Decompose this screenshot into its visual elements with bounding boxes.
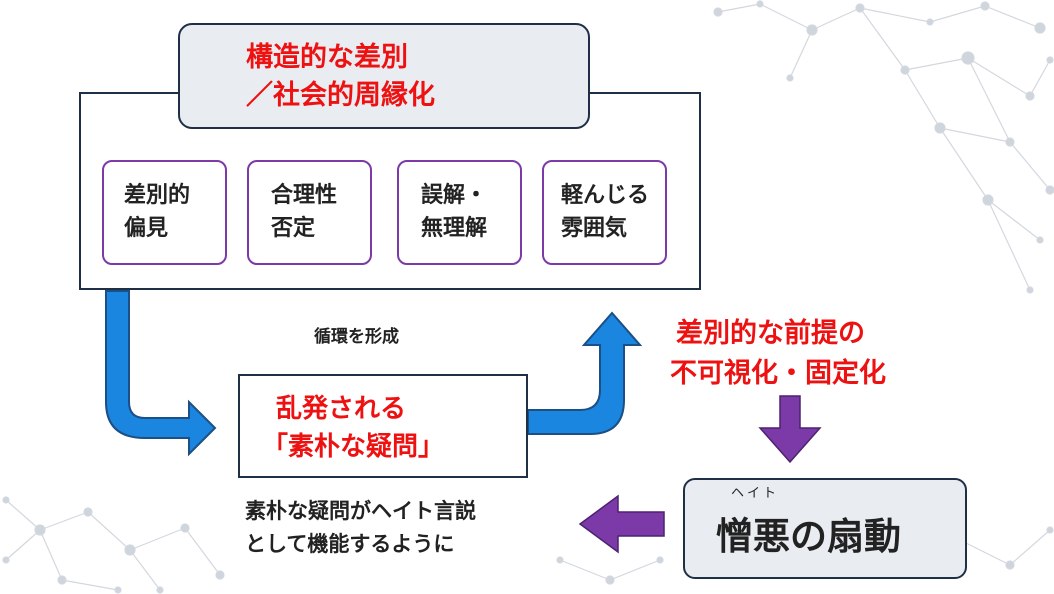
card-rationality-denial: 合理性 否定 [247, 160, 372, 265]
incitement-box [683, 478, 967, 579]
incitement-ruby: ヘイト [731, 486, 780, 501]
card-misunderstanding: 誤解・ 無理解 [397, 160, 522, 265]
card-belittling-atmosphere: 軽んじる 雰囲気 [542, 160, 667, 265]
card-line-2: 雰囲気 [561, 216, 628, 241]
card-line-1: 合理性 [271, 183, 338, 208]
note-line-2: として機能するように [245, 532, 455, 556]
title-line-1: 構造的な差別 [246, 42, 408, 73]
center-line-2: 「素朴な疑問」 [262, 432, 445, 462]
card-line-2: 無理解 [421, 216, 488, 241]
incitement-label: 憎悪の扇動 [716, 515, 901, 558]
title-line-2: ／社会的周縁化 [246, 80, 435, 111]
card-line-2: 否定 [271, 216, 316, 241]
card-line-1: 差別的 [124, 183, 191, 208]
card-line-1: 誤解・ [421, 183, 488, 208]
premise-text: 差別的な前提の 不可視化・固定化 [670, 314, 886, 394]
structural-discrimination-title: 構造的な差別 ／社会的周縁化 [178, 23, 590, 129]
note-line-1: 素朴な疑問がヘイト言説 [245, 499, 476, 523]
cycle-label: 循環を形成 [314, 327, 399, 347]
premise-line-1: 差別的な前提の [676, 318, 865, 349]
center-line-1: 乱発される [276, 394, 407, 424]
hate-speech-note: 素朴な疑問がヘイト言説 として機能するように [245, 495, 476, 561]
naive-questions-box: 乱発される 「素朴な疑問」 [238, 374, 528, 478]
card-line-2: 偏見 [124, 216, 169, 241]
premise-line-2: 不可視化・固定化 [670, 358, 886, 389]
card-prejudice: 差別的 偏見 [102, 160, 227, 265]
card-line-1: 軽んじる [561, 183, 650, 208]
